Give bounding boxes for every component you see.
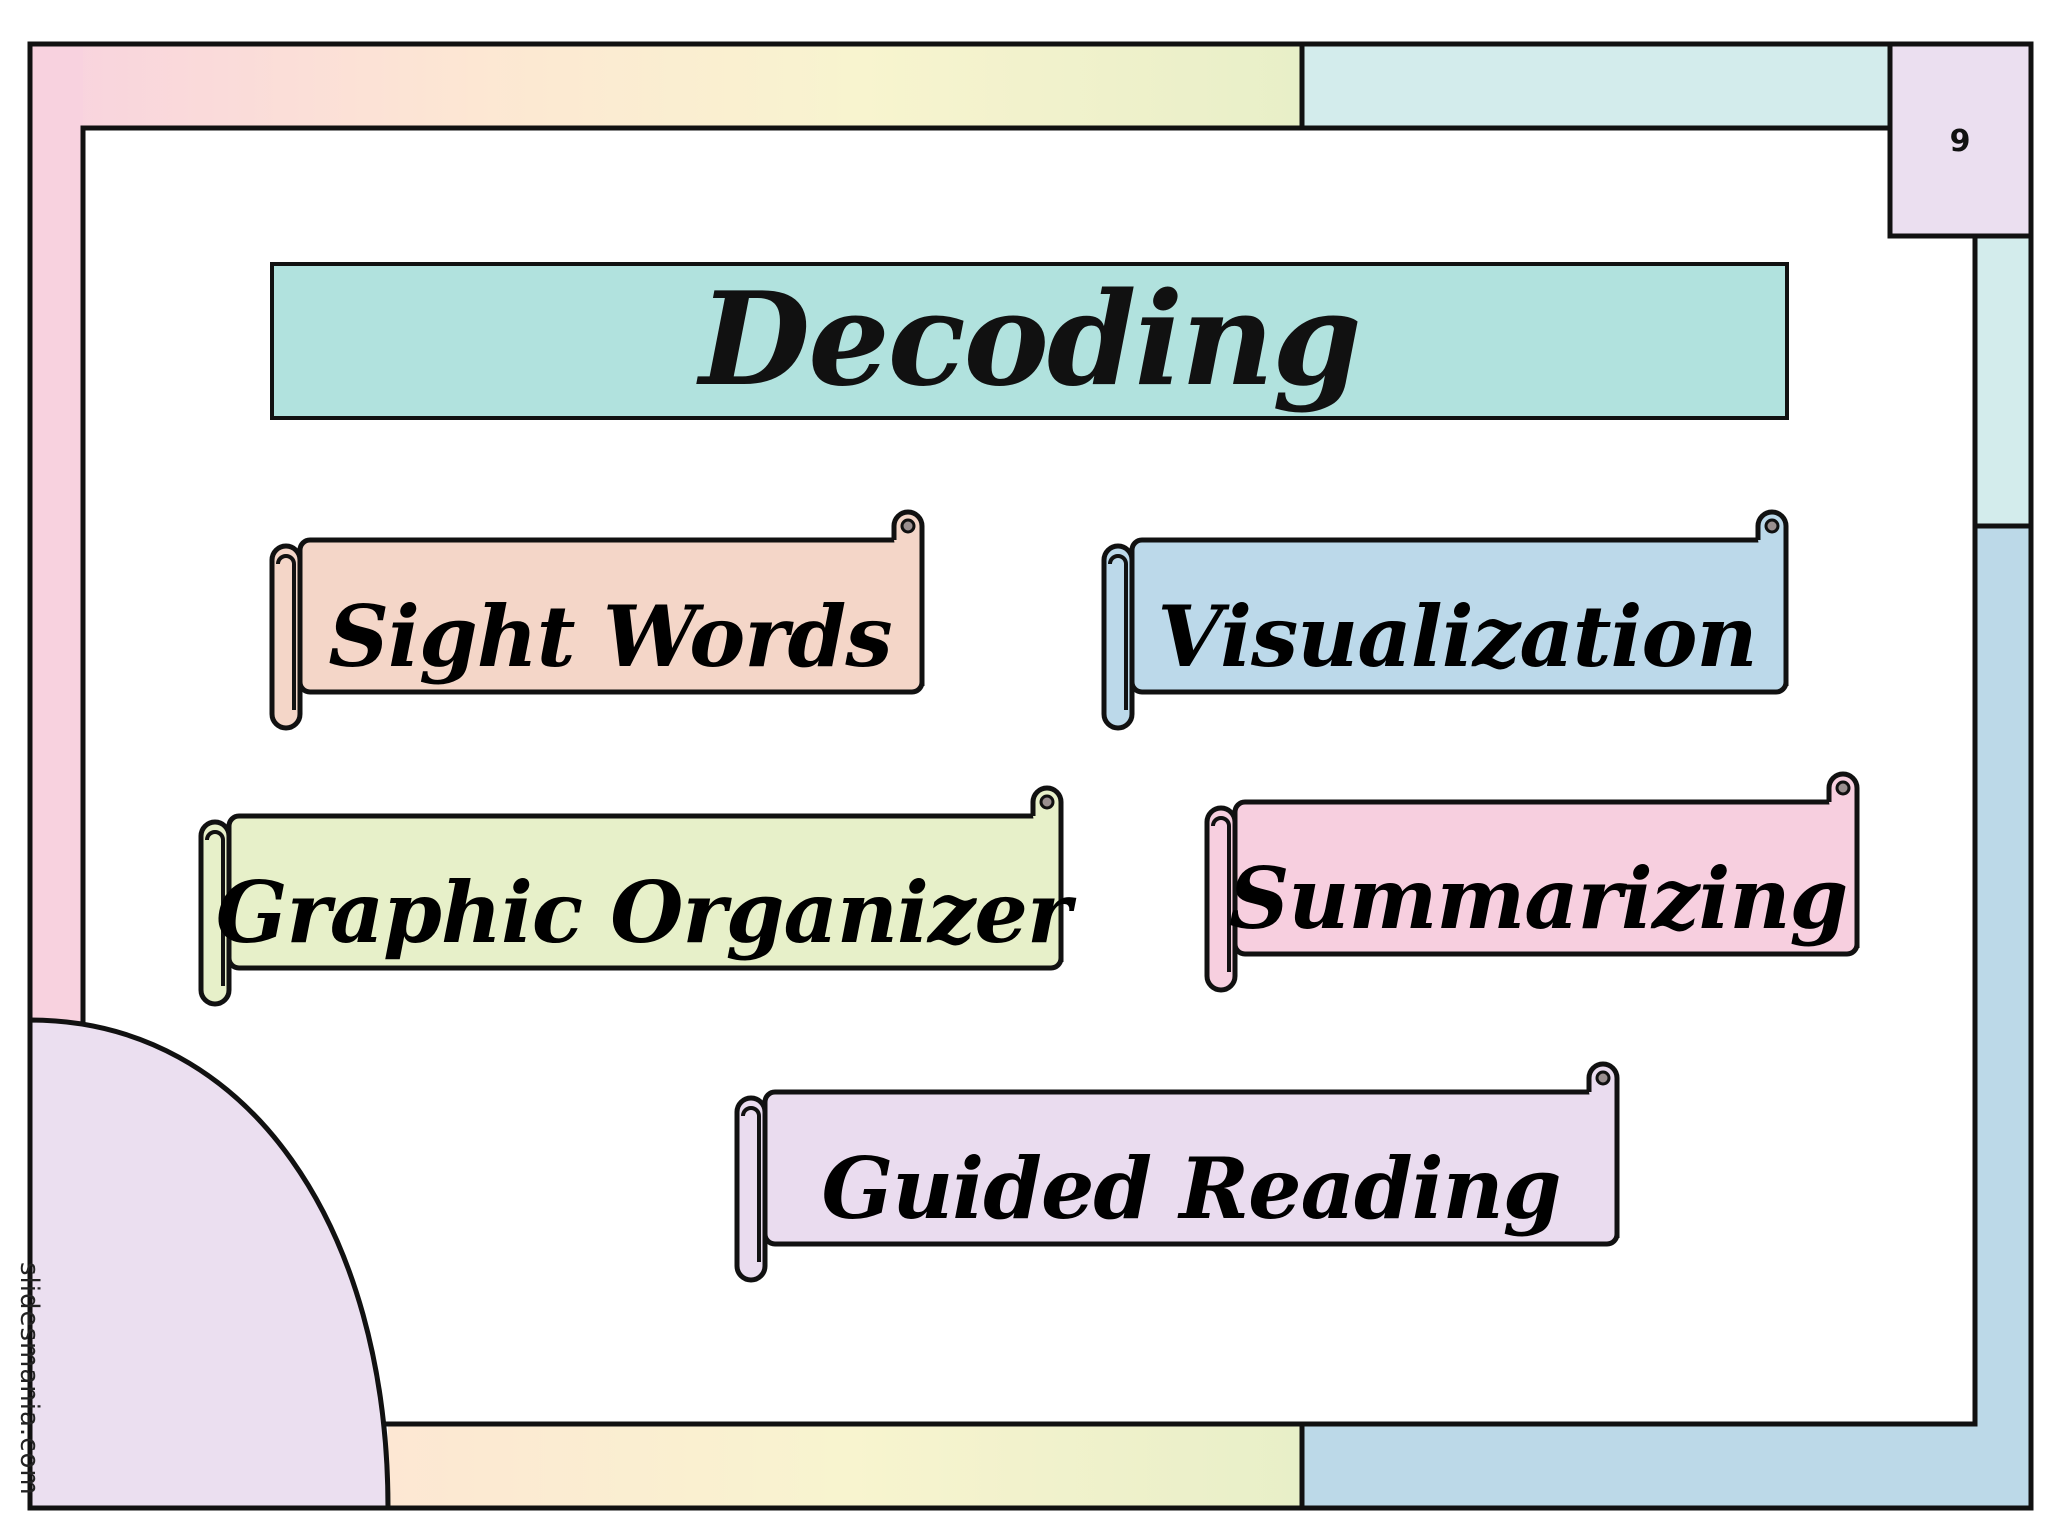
scroll-sight-words <box>269 509 925 731</box>
scroll-label-sight-words: Sight Words <box>328 587 892 686</box>
scroll-summarizing <box>1204 771 1860 993</box>
scroll-label-visualization: Visualization <box>1157 587 1757 686</box>
title-band <box>270 262 1789 420</box>
corner-quarter-circle <box>27 1017 391 1511</box>
frame-right-lower-band <box>1975 526 2031 1508</box>
frame-right-upper-band <box>1975 236 2031 526</box>
page-number-box <box>1887 41 2034 239</box>
page-number: 9 <box>1949 123 1971 159</box>
scroll-label-guided-reading: Guided Reading <box>821 1139 1561 1238</box>
frame-outer-border <box>27 41 2034 1511</box>
scroll-layer <box>198 509 1860 1283</box>
scroll-guided-reading <box>734 1061 1620 1283</box>
frame-bottom-left-band <box>388 1424 1302 1508</box>
frame-top-right-band <box>1302 44 1890 128</box>
slide-title: Decoding <box>699 265 1361 415</box>
scroll-visualization <box>1101 509 1789 731</box>
scroll-label-graphic-organizer: Graphic Organizer <box>215 863 1072 962</box>
scroll-graphic-organizer <box>198 785 1064 1007</box>
watermark: slidesmania.com <box>14 1262 44 1496</box>
frame-bottom-right-band <box>1302 1424 2031 1508</box>
frame-top-left-band <box>30 44 1302 128</box>
scroll-label-summarizing: Summarizing <box>1228 849 1849 948</box>
frame-left-band <box>30 44 83 1024</box>
